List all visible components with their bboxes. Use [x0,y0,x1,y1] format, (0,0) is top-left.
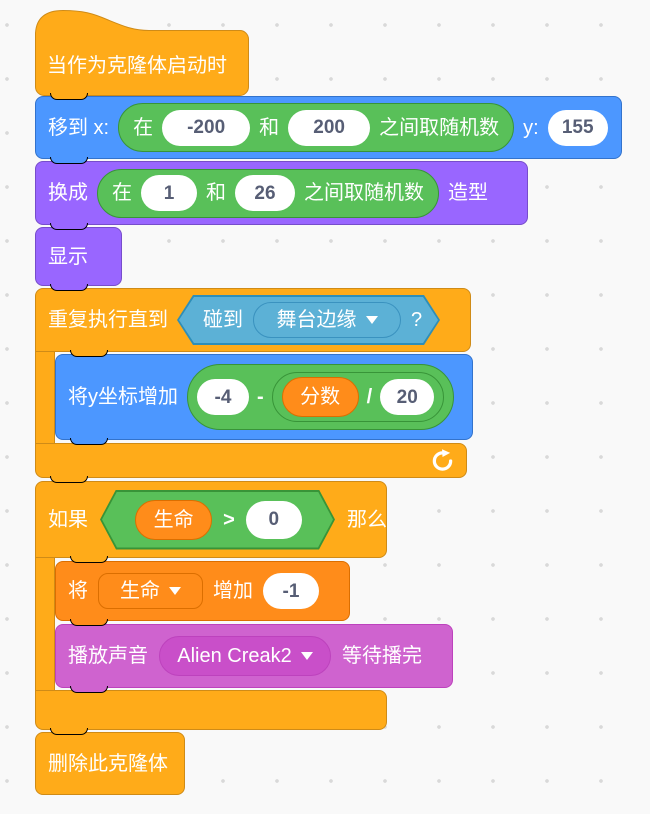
repeat-until-label: 重复执行直到 [48,309,168,331]
goto-y-input[interactable]: 155 [547,109,608,146]
sound-dropdown-value: Alien Creak2 [177,645,292,667]
notch-tab [50,157,88,164]
when-start-as-clone-label: 当作为克隆体启动时 [47,54,227,77]
change-var-by-label: 增加 [213,580,253,602]
random-min-input[interactable]: -200 [162,109,251,146]
show-label: 显示 [48,245,88,268]
touching-target-value: 舞台边缘 [276,309,357,331]
change-var-value-input[interactable]: -1 [263,573,319,609]
pick-random-costume-block[interactable]: 在 1 和 26 之间取随机数 [97,168,439,218]
random-max-input[interactable]: 26 [235,175,295,211]
random-max-input[interactable]: 200 [288,109,371,146]
random-in-label: 在 [133,116,154,139]
subtract-operator-block[interactable]: -4 - 分数 / 20 [187,364,455,430]
subtract-left-input[interactable]: -4 [197,379,249,415]
dropdown-arrow-icon [169,587,181,595]
goto-xy-block[interactable]: 移到 x: 在 -200 和 200 之间取随机数 y: 155 [35,96,622,159]
switch-costume-block[interactable]: 换成 在 1 和 26 之间取随机数 造型 [35,161,528,225]
show-block[interactable]: 显示 [35,227,122,286]
divide-operator-block[interactable]: 分数 / 20 [271,372,445,422]
touching-label: 碰到 [203,309,243,331]
compare-value-input[interactable]: 0 [245,500,302,539]
switch-costume-label: 换成 [48,182,88,204]
minus-operator-label: - [257,386,264,408]
score-variable-reporter[interactable]: 分数 [281,377,359,417]
notch-tab [50,93,88,100]
notch-tab [70,350,108,357]
notch-tab [50,728,88,735]
greater-than-operator-label: > [223,508,235,531]
random-and-label: 和 [259,116,280,139]
if-then-arm [35,558,55,690]
hat-block-shape [35,10,249,96]
change-y-block[interactable]: 将y坐标增加 -4 - 分数 / 20 [55,354,473,440]
random-suffix-label: 之间取随机数 [379,116,500,139]
play-sound-label: 播放声音 [68,645,148,667]
change-variable-block[interactable]: 将 生命 增加 -1 [55,561,350,621]
if-label: 如果 [48,508,88,531]
repeat-until-arm [35,352,55,443]
then-label: 那么 [347,508,387,531]
divide-right-input[interactable]: 20 [380,379,435,415]
if-then-foot[interactable] [35,690,387,730]
variable-dropdown[interactable]: 生命 [98,573,203,609]
greater-than-condition[interactable]: 生命 > 0 [100,490,335,550]
loop-arrow-icon [431,449,454,472]
random-suffix-label: 之间取随机数 [304,182,424,204]
dropdown-arrow-icon [365,316,378,324]
notch-tab [50,284,88,291]
lives-variable-reporter[interactable]: 生命 [135,499,213,540]
repeat-until-block[interactable]: 重复执行直到 碰到 舞台边缘 ? [35,288,471,352]
goto-y-label: y: [523,116,539,139]
touching-edge-condition[interactable]: 碰到 舞台边缘 ? [177,295,440,345]
if-then-block[interactable]: 如果 生命 > 0 那么 [35,481,387,558]
when-start-as-clone-block[interactable]: 当作为克隆体启动时 [35,31,248,95]
repeat-until-foot[interactable] [35,443,467,478]
change-var-set-label: 将 [68,580,88,602]
random-min-input[interactable]: 1 [141,175,197,211]
delete-this-clone-block[interactable]: 删除此克隆体 [35,732,185,795]
change-y-label: 将y坐标增加 [68,386,178,408]
random-in-label: 在 [112,182,132,204]
delete-clone-label: 删除此克隆体 [48,752,168,775]
goto-x-label: 移到 x: [48,116,110,139]
variable-dropdown-value: 生命 [120,580,160,602]
dropdown-arrow-icon [300,652,313,660]
play-sound-suffix-label: 等待播完 [342,645,422,667]
sound-dropdown[interactable]: Alien Creak2 [159,636,331,676]
costume-suffix-label: 造型 [448,182,488,204]
notch-tab [70,438,108,445]
notch-tab [50,476,88,483]
play-sound-until-done-block[interactable]: 播放声音 Alien Creak2 等待播完 [55,624,453,688]
touching-target-dropdown[interactable]: 舞台边缘 [253,302,401,338]
divide-operator-label: / [366,386,373,408]
pick-random-x-block[interactable]: 在 -200 和 200 之间取随机数 [118,103,515,152]
notch-tab [70,686,108,693]
random-and-label: 和 [206,182,226,204]
notch-tab [70,556,108,563]
notch-tab [50,223,88,230]
notch-tab [70,619,108,626]
question-mark-label: ? [411,309,423,331]
